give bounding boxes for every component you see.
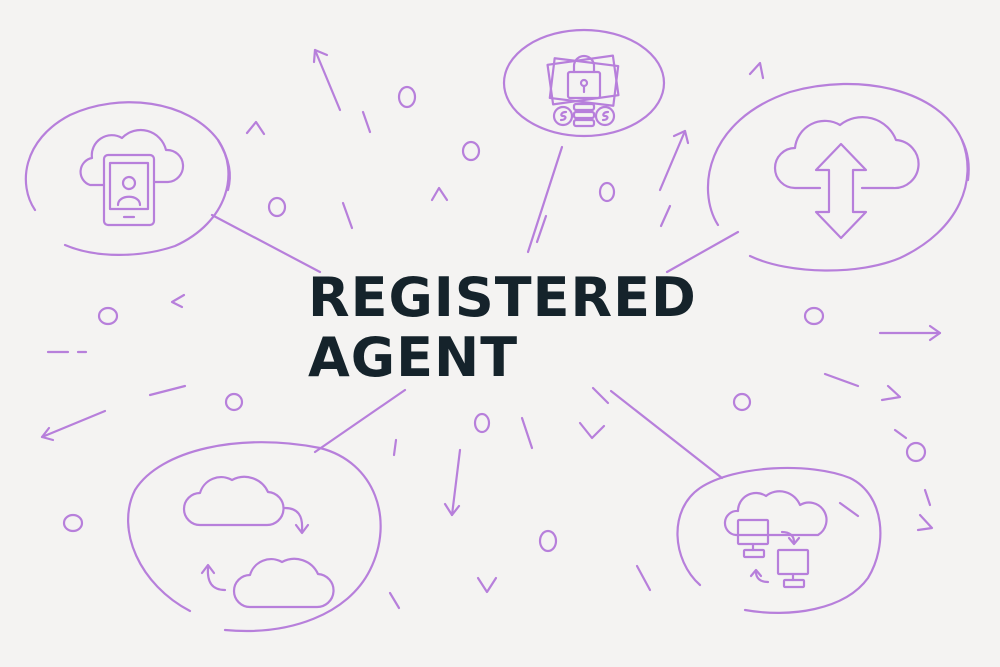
node-cloud-sync [706,82,970,272]
title-line-2: AGENT [308,326,519,389]
cloud-up-down-arrow-icon [773,116,920,240]
cloud-computers-network-icon [723,490,828,589]
title-line-1: REGISTERED [308,266,697,329]
node-ring-tail [216,138,231,192]
node-ring [502,28,666,138]
page-title: REGISTERED AGENT [308,268,697,388]
cloud-smartphone-user-icon [79,128,185,227]
money-lock-coins-icon [546,54,620,128]
node-ring [706,82,969,272]
node-mobile-cloud [24,101,231,256]
node-computer-network [676,466,882,614]
node-cloud-transfer [126,441,382,632]
decorative-particles [40,48,942,610]
node-ring [24,101,230,256]
node-money-lock [502,28,666,138]
node-ring [126,441,382,632]
connector-lines [210,145,740,480]
cloud-to-cloud-transfer-icon [182,475,335,609]
node-ring [676,466,882,614]
node-ring-tail [960,138,970,182]
